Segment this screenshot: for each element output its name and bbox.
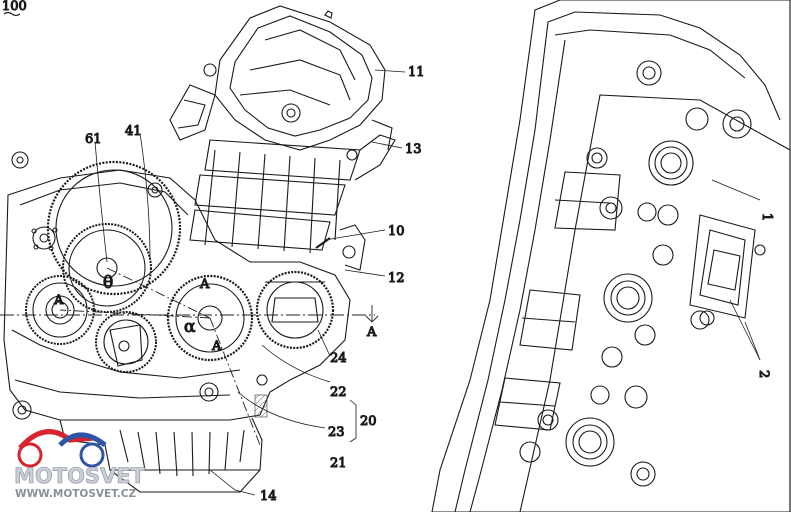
label-41: 41 [125, 124, 142, 139]
label-14: 14 [260, 489, 277, 504]
motosvet-watermark: MOTOSVET WWW.MOTOSVET.CZ [14, 429, 146, 500]
crankcase [3, 151, 351, 421]
corner-squiggle [3, 11, 21, 17]
label-12: 12 [388, 271, 405, 286]
figure-divider [427, 0, 429, 512]
gear-train [25, 160, 335, 373]
angle-alpha: α [184, 317, 196, 337]
label-21: 21 [330, 456, 347, 471]
section-label-a-upper: A [199, 277, 210, 292]
label-11: 11 [408, 65, 425, 80]
label-1: 1 [759, 213, 774, 221]
leader-lines [94, 69, 406, 496]
label-13: 13 [405, 142, 422, 157]
leader-1 [711, 179, 761, 201]
breather-box [689, 214, 766, 326]
engine-side-view: 100 [0, 0, 425, 505]
cover-outer-outline [431, 0, 791, 512]
watermark-url: WWW.MOTOSVET.CZ [15, 488, 136, 500]
label-22: 22 [330, 385, 347, 400]
cylinder-head [169, 5, 386, 161]
label-23: 23 [328, 425, 345, 440]
watermark-brand: MOTOSVET [14, 464, 146, 488]
label-10: 10 [388, 224, 405, 239]
engine-labels: 11 13 10 12 61 41 24 22 20 23 21 14 A A … [52, 64, 425, 504]
leader-2 [744, 321, 761, 361]
label-2: 2 [756, 370, 771, 378]
label-61: 61 [85, 132, 102, 147]
motorcycle-logo-icon [17, 429, 107, 468]
bolt-bosses [519, 60, 752, 487]
spark-plug-wells [565, 140, 694, 467]
label-20: 20 [360, 414, 377, 429]
section-line-a-a [0, 267, 379, 446]
figure-corner-mark: 100 [2, 0, 27, 14]
cylinder-block [189, 119, 396, 271]
angle-theta: θ [103, 273, 113, 293]
section-label-a-left: A [53, 293, 64, 308]
hatched-section [254, 394, 268, 418]
section-label-a-arrow: A [366, 325, 377, 340]
cover-top-rim [547, 11, 781, 121]
section-label-a-lower: A [211, 339, 222, 354]
cover-inner-recess [519, 94, 791, 512]
valve-cover-view: 1 2 [431, 0, 791, 512]
cover-ribs [494, 171, 621, 431]
label-24: 24 [330, 351, 347, 366]
